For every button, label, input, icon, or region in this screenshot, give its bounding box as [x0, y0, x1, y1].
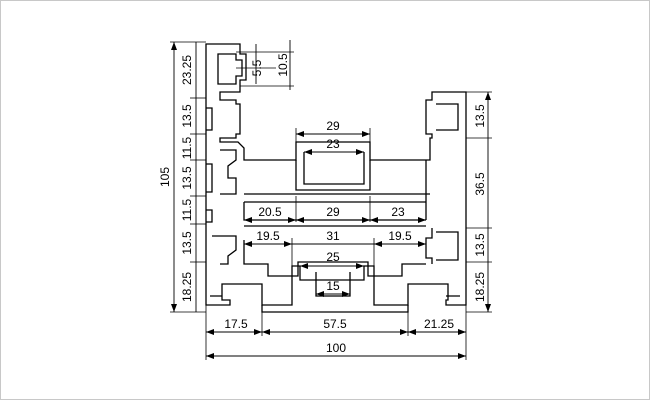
dim-mid-3: 23 [391, 205, 405, 219]
dim-lower-channel-inner: 25 [326, 250, 340, 264]
dim-left-7: 18.25 [180, 272, 194, 302]
dim-left-1: 23.25 [180, 55, 194, 85]
dim-mid-2: 29 [326, 205, 340, 219]
dim-lower-channel-slot: 15 [326, 279, 340, 293]
dim-overall-height: 105 [158, 167, 172, 187]
dim-left-5: 11.5 [180, 198, 194, 221]
dim-lower-2: 31 [326, 229, 340, 243]
dimension-lines [170, 40, 492, 360]
dim-right-3: 13.5 [473, 233, 487, 257]
dim-lower-3: 19.5 [388, 229, 412, 243]
dimension-labels: 105 100 23.25 13.5 11.5 13.5 11.5 13.5 1… [158, 53, 487, 355]
dim-top-slot-depth: 5.5 [250, 59, 264, 76]
dim-lower-1: 19.5 [256, 229, 280, 243]
dim-right-4: 18.25 [473, 272, 487, 302]
aluminum-profile-outline [205, 43, 467, 313]
dim-upper-channel-outer: 29 [326, 119, 340, 133]
dim-left-2: 13.5 [180, 104, 194, 128]
dim-bottom-2: 57.5 [323, 317, 347, 331]
dim-mid-1: 20.5 [258, 205, 282, 219]
dim-overall-width: 100 [326, 341, 346, 355]
dim-top-slot-height: 10.5 [276, 53, 290, 77]
dim-bottom-1: 17.5 [224, 317, 248, 331]
dim-left-4: 13.5 [180, 166, 194, 190]
dimension-arrows [171, 42, 491, 359]
dim-right-2: 36.5 [473, 172, 487, 196]
dim-bottom-3: 21.25 [424, 317, 454, 331]
dim-right-1: 13.5 [473, 104, 487, 128]
dim-upper-channel-inner: 23 [326, 137, 340, 151]
dim-left-6: 13.5 [180, 231, 194, 255]
dim-left-3: 11.5 [180, 136, 194, 159]
